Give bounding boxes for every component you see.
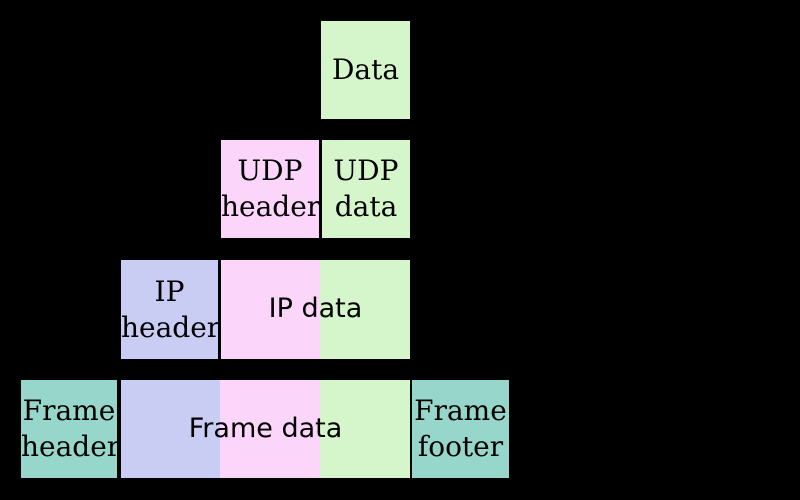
data-box-label: Data — [331, 53, 400, 87]
udp-header-box-label: UDP header — [221, 154, 321, 223]
frame-header-box: Frame header — [21, 380, 121, 478]
ip-header-box-label: IP header — [121, 274, 221, 344]
udp-header-box: UDP header — [221, 140, 321, 238]
frame-data-box-label: Frame data — [188, 412, 343, 444]
ip-data-box: IP data — [221, 260, 410, 359]
ip-header-box: IP header — [121, 260, 221, 359]
frame-footer-box-label: Frame footer — [414, 394, 507, 463]
ip-data-box-label: IP data — [268, 293, 363, 325]
udp-data-box-label: UDP data — [333, 154, 399, 223]
frame-header-box-label: Frame header — [21, 394, 121, 463]
udp-data-box: UDP data — [322, 140, 410, 238]
data-box: Data — [321, 21, 410, 119]
frame-footer-box: Frame footer — [412, 380, 509, 478]
frame-data-box: Frame data — [121, 380, 410, 478]
